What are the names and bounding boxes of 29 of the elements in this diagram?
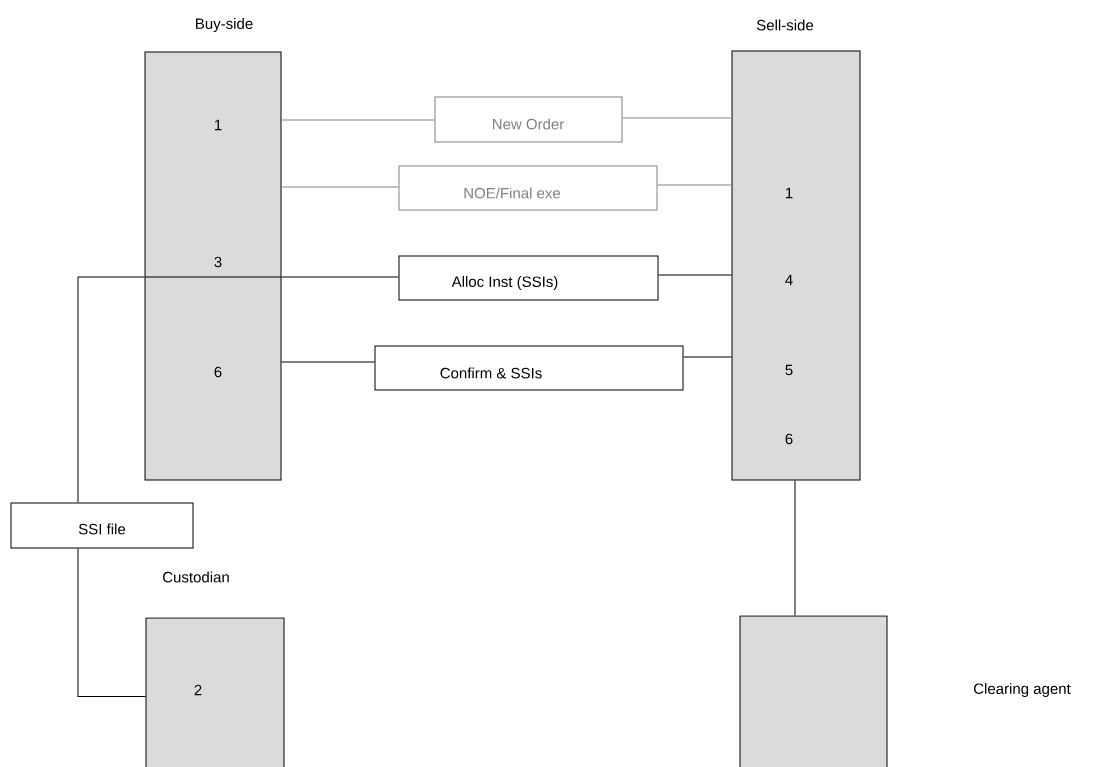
step-number: 2 — [194, 684, 202, 696]
party-heading: Custodian — [163, 571, 229, 583]
connector-line — [281, 361, 375, 363]
connector-line — [281, 186, 399, 188]
connector-line — [77, 276, 145, 503]
message-box: Alloc Inst (SSIs) — [398, 255, 659, 301]
connector-line — [794, 480, 796, 616]
party-box — [739, 615, 888, 767]
message-box: Confirm & SSIs — [374, 345, 684, 391]
step-number: 6 — [785, 433, 793, 445]
step-number: 6 — [214, 366, 222, 378]
step-number: 5 — [785, 364, 793, 376]
message-box: New Order — [434, 96, 623, 143]
step-number: 1 — [786, 187, 793, 199]
party-heading: Buy-side — [196, 18, 253, 32]
step-number: 4 — [785, 274, 793, 286]
message-box: NOE/Final exe — [398, 165, 658, 211]
connector-line — [622, 117, 732, 119]
message-box: SSI file — [10, 502, 194, 549]
connector-line — [281, 119, 435, 121]
connector-line — [658, 274, 732, 276]
connector-line — [683, 356, 732, 358]
party-label: Clearing agent — [974, 683, 1071, 697]
connector-line — [281, 276, 399, 278]
step-number: 3 — [214, 256, 222, 268]
connector-line — [77, 548, 146, 697]
party-heading: Sell-side — [756, 19, 814, 31]
connector-line — [657, 184, 732, 186]
step-number: 1 — [215, 119, 222, 131]
